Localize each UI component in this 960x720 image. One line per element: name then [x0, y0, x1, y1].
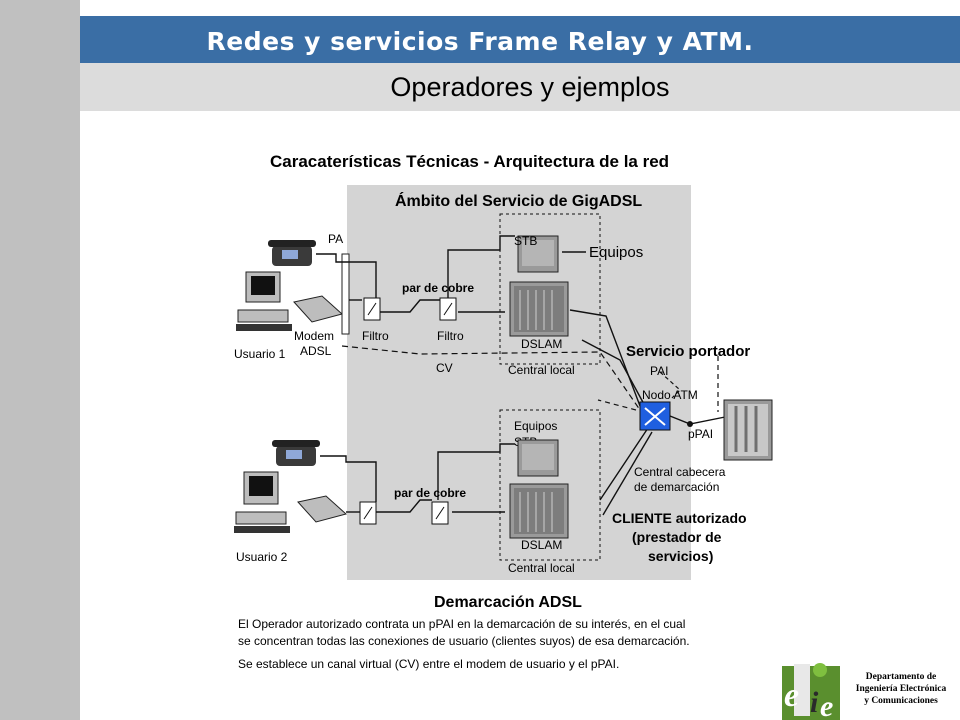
adsl-label: ADSL	[300, 344, 332, 358]
stb-top-label: STB	[514, 234, 537, 248]
central-cabecera-label-2: de demarcación	[634, 480, 719, 494]
stb-bottom-icon	[517, 439, 559, 477]
demarcacion-title: Demarcación ADSL	[434, 594, 582, 611]
left-sidebar-band	[0, 0, 80, 720]
filtro-2	[439, 297, 457, 321]
client-server-icon	[723, 399, 773, 461]
dslam-top-label: DSLAM	[521, 337, 562, 351]
cliente-label-1: CLIENTE autorizado	[612, 510, 747, 526]
filtro-1-label: Filtro	[362, 329, 389, 343]
department-logo: e i e	[782, 663, 840, 720]
modem-label: Modem	[294, 329, 334, 343]
cliente-label-3: servicios)	[648, 548, 713, 564]
dslam-bottom-label: DSLAM	[521, 538, 562, 552]
nodo-atm-label: Nodo ATM	[642, 388, 698, 402]
note-line-2: se concentran todas las conexiones de us…	[238, 634, 690, 648]
equipos-bottom-label: Equipos	[514, 419, 557, 433]
filtro-3	[359, 501, 377, 525]
atm-node-icon	[639, 401, 671, 431]
diagram-heading: Caracaterísticas Técnicas - Arquitectura…	[270, 152, 669, 171]
central-local-bottom-label: Central local	[508, 561, 575, 575]
slide-title: Redes y servicios Frame Relay y ATM.	[206, 27, 754, 56]
title-bar	[80, 16, 960, 63]
central-local-bottom-box	[499, 409, 601, 561]
central-local-top-box	[499, 213, 601, 365]
cv-extension	[597, 399, 637, 411]
department-line-3: y Comunicaciones	[864, 696, 938, 706]
slide-subtitle: Operadores y ejemplos	[390, 72, 670, 102]
telephone-icon	[272, 440, 320, 466]
note-line-1: El Operador autorizado contrata un pPAI …	[238, 617, 685, 631]
computer-icon	[236, 271, 292, 331]
adsl-modem-icon	[297, 495, 348, 523]
pai-pointer	[659, 371, 681, 399]
svg-text:i: i	[810, 686, 819, 719]
ppai-point	[687, 421, 693, 427]
department-line-2: Ingeniería Electrónica	[855, 684, 947, 694]
servicio-portador-label: Servicio portador	[626, 343, 750, 360]
filtro-1	[363, 297, 381, 321]
pa-label: PA	[328, 232, 343, 246]
trunk-lines	[569, 309, 653, 516]
scope-label: Ámbito del Servicio de GigADSL	[395, 191, 642, 210]
filtro-2-label: Filtro	[437, 329, 464, 343]
par-cobre-bottom-label: par de cobre	[394, 486, 466, 500]
usuario-1-label: Usuario 1	[234, 347, 286, 361]
cliente-label-2: (prestador de	[632, 529, 722, 545]
pa-connector	[341, 253, 350, 335]
usuario-2-label: Usuario 2	[236, 550, 288, 564]
ppai-label: pPAI	[688, 427, 713, 441]
department-line-1: Departamento de	[865, 672, 937, 682]
subtitle-bar	[80, 63, 960, 111]
central-cabecera-label-1: Central cabecera	[634, 465, 726, 479]
department-name: Departamento de Ingeniería Electrónica y…	[842, 671, 960, 707]
par-cobre-top-label: par de cobre	[402, 281, 474, 295]
stb-top-icon	[517, 235, 559, 273]
dslam-top-icon	[509, 281, 569, 337]
adsl-modem-icon	[293, 295, 344, 323]
equipos-top-label: Equipos	[589, 244, 643, 261]
telephone-icon	[268, 240, 316, 266]
cv-label: CV	[436, 361, 453, 375]
central-local-top-label: Central local	[508, 363, 575, 377]
pai-label: PAI	[650, 364, 668, 378]
cv-virtual-circuit	[341, 345, 641, 411]
svg-text:e: e	[784, 677, 799, 714]
note-line-3: Se establece un canal virtual (CV) entre…	[238, 657, 619, 671]
svg-text:e: e	[820, 690, 833, 720]
filtro-4	[431, 501, 449, 525]
dslam-bottom-icon	[509, 483, 569, 539]
computer-icon	[234, 471, 290, 533]
